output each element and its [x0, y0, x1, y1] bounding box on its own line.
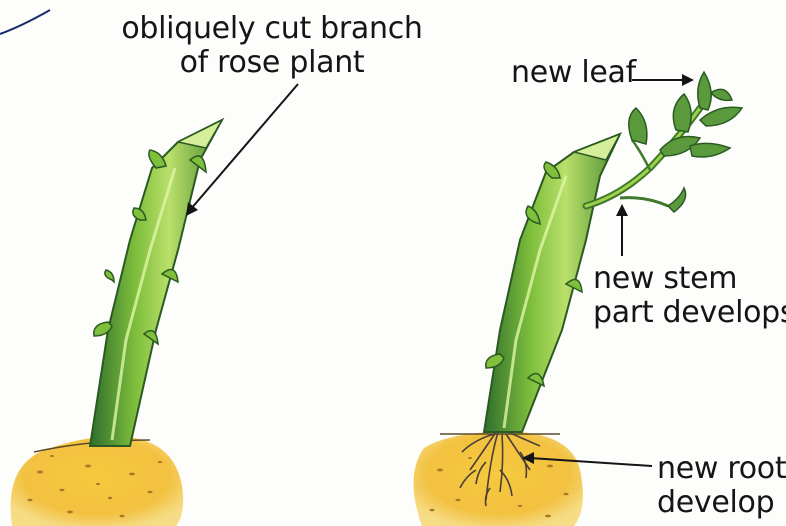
cutting-illustration — [11, 120, 222, 526]
new-leaf-label: new leaf — [511, 56, 636, 90]
soil-mound-right — [413, 432, 582, 526]
new-leaf-pointer — [632, 74, 694, 86]
soil-mound-left — [11, 437, 184, 526]
new-stem-label: new stem part develops — [593, 262, 786, 330]
new-stem-label-line1: new stem — [593, 262, 786, 296]
new-roots-label: new roots develop — [657, 452, 786, 520]
pen-mark — [0, 10, 50, 34]
new-stem-pointer — [616, 204, 628, 256]
new-stem-label-line2: part develops — [593, 296, 786, 330]
cutting-label-line2: of rose plant — [112, 46, 432, 80]
new-roots-label-line1: new roots — [657, 452, 786, 486]
cutting-label-line1: obliquely cut branch — [112, 12, 432, 46]
new-roots-label-line2: develop — [657, 486, 786, 520]
new-leaves — [629, 72, 742, 212]
cutting-label: obliquely cut branch of rose plant — [112, 12, 432, 80]
